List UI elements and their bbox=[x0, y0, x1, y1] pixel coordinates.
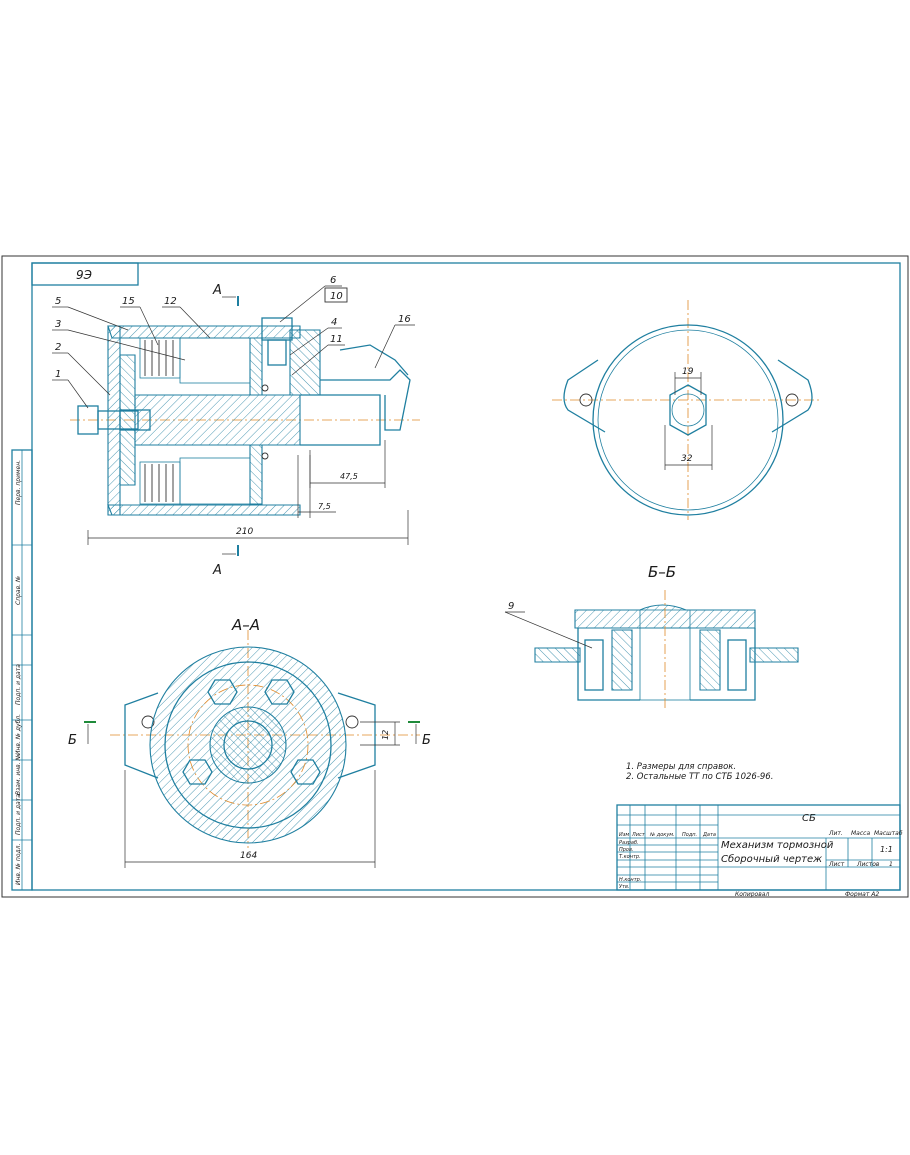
note-2: 2. Остальные ТТ по СТБ 1026-96. bbox=[626, 772, 773, 782]
callout-11: 11 bbox=[291, 334, 345, 376]
side-label-4: Взам. инв. № bbox=[15, 754, 22, 795]
tb-designation: СБ bbox=[802, 813, 816, 824]
callout-5: 5 bbox=[52, 296, 129, 331]
spring-pack-bottom bbox=[139, 461, 181, 505]
svg-text:Масштаб: Масштаб bbox=[874, 830, 903, 837]
callout-4: 4 bbox=[289, 317, 342, 356]
dim-across-flats-19: 19 bbox=[674, 367, 702, 395]
section-bb-view: Б–Б 9 bbox=[504, 563, 799, 710]
svg-text:Изм: Изм bbox=[619, 832, 629, 838]
svg-text:Масса: Масса bbox=[851, 830, 870, 837]
dim-height-12: 12 bbox=[360, 721, 400, 746]
svg-text:Утв.: Утв. bbox=[619, 884, 630, 890]
svg-text:Дата: Дата bbox=[702, 832, 716, 838]
svg-text:16: 16 bbox=[398, 314, 411, 325]
callout-16: 16 bbox=[374, 314, 415, 369]
side-strip: Перв. примен. Справ. № Подп. и дата Инв.… bbox=[11, 449, 33, 891]
svg-text:164: 164 bbox=[240, 851, 257, 861]
svg-text:1: 1 bbox=[889, 861, 893, 868]
section-aa-view: А–А 164 12 Б bbox=[68, 616, 431, 868]
sheet-outer-border bbox=[1, 255, 909, 898]
tb-name-2: Сборочный чертеж bbox=[721, 853, 822, 865]
svg-text:2: 2 bbox=[55, 342, 61, 353]
tb-name-1: Механизм тормозной bbox=[721, 840, 834, 851]
svg-text:4: 4 bbox=[331, 317, 337, 328]
svg-text:Разраб.: Разраб. bbox=[619, 840, 639, 846]
side-label-2: Подп. и дата bbox=[15, 664, 22, 705]
svg-text:12: 12 bbox=[381, 730, 390, 740]
tb-copied: Копировал bbox=[735, 891, 769, 898]
title-block: СБ Механизм тормозной Сборочный чертеж И… bbox=[616, 804, 903, 898]
callout-3: 3 bbox=[52, 319, 186, 361]
svg-text:6: 6 bbox=[330, 275, 336, 286]
svg-text:9: 9 bbox=[508, 601, 514, 612]
svg-text:Б: Б bbox=[422, 733, 431, 748]
tb-scale-value: 1:1 bbox=[880, 845, 893, 854]
section-marker-b-left: Б bbox=[68, 721, 96, 748]
svg-text:Листов: Листов bbox=[856, 861, 880, 868]
dim-small-label: 7,5 bbox=[318, 502, 331, 511]
dim-small-7-5: 7,5 bbox=[297, 455, 336, 518]
side-label-5: Подп. и дата bbox=[15, 794, 22, 835]
svg-text:Лит.: Лит. bbox=[828, 830, 843, 837]
svg-text:Т.контр.: Т.контр. bbox=[619, 854, 641, 860]
corner-code: 9Э bbox=[76, 268, 93, 282]
dim-overall-210: 210 bbox=[87, 510, 409, 545]
svg-text:№ докум.: № докум. bbox=[649, 832, 675, 838]
side-label-3: Инв. № дубл. bbox=[15, 714, 22, 755]
svg-text:12: 12 bbox=[164, 296, 177, 307]
spring-pack-top bbox=[139, 337, 181, 379]
svg-text:Б: Б bbox=[68, 733, 77, 748]
dim-shaft-label: 47,5 bbox=[340, 472, 358, 481]
end-view: 19 32 bbox=[552, 300, 820, 520]
callout-6: 6 bbox=[279, 275, 342, 323]
technical-notes: 1. Размеры для справок. 2. Остальные ТТ … bbox=[626, 762, 773, 782]
callout-10: 10 bbox=[324, 287, 348, 303]
svg-text:11: 11 bbox=[330, 334, 343, 345]
side-label-1: Справ. № bbox=[15, 576, 22, 605]
svg-text:Н.контр.: Н.контр. bbox=[619, 877, 641, 883]
section-marker-a-top: А bbox=[212, 283, 222, 298]
dim-overall-label: 210 bbox=[236, 527, 253, 537]
note-1: 1. Размеры для справок. bbox=[626, 762, 736, 772]
dim-shaft-47-5: 47,5 bbox=[309, 440, 386, 488]
svg-text:19: 19 bbox=[682, 367, 694, 377]
callout-9: 9 bbox=[504, 601, 593, 649]
svg-text:15: 15 bbox=[122, 296, 135, 307]
callout-12: 12 bbox=[162, 296, 211, 339]
svg-text:Подп.: Подп. bbox=[682, 832, 697, 838]
svg-text:Лист: Лист bbox=[828, 861, 845, 868]
svg-text:10: 10 bbox=[330, 291, 343, 302]
svg-text:3: 3 bbox=[55, 319, 61, 330]
main-section-view: 210 47,5 7,5 А А 1 2 bbox=[52, 275, 420, 578]
callout-1: 1 bbox=[52, 369, 89, 409]
tb-format: Формат A2 bbox=[845, 891, 879, 898]
dim-diameter-32: 32 bbox=[664, 425, 713, 470]
svg-text:32: 32 bbox=[681, 454, 693, 464]
callout-15: 15 bbox=[120, 296, 159, 346]
svg-text:1: 1 bbox=[55, 369, 61, 380]
section-aa-title: А–А bbox=[231, 616, 260, 634]
svg-text:Пров.: Пров. bbox=[619, 847, 634, 853]
callout-2: 2 bbox=[52, 342, 111, 396]
section-bb-title: Б–Б bbox=[648, 563, 676, 581]
svg-text:Лист: Лист bbox=[631, 832, 646, 838]
sheet-inner-frame bbox=[31, 262, 901, 891]
svg-text:5: 5 bbox=[55, 296, 61, 307]
dim-width-164: 164 bbox=[124, 770, 376, 868]
side-label-6: Инв. № подл. bbox=[15, 844, 22, 885]
side-label-0: Перв. примен. bbox=[15, 460, 22, 505]
section-marker-a-bottom: А bbox=[212, 563, 222, 578]
corner-code-box: 9Э bbox=[31, 262, 139, 286]
section-marker-b-right: Б bbox=[408, 721, 431, 748]
